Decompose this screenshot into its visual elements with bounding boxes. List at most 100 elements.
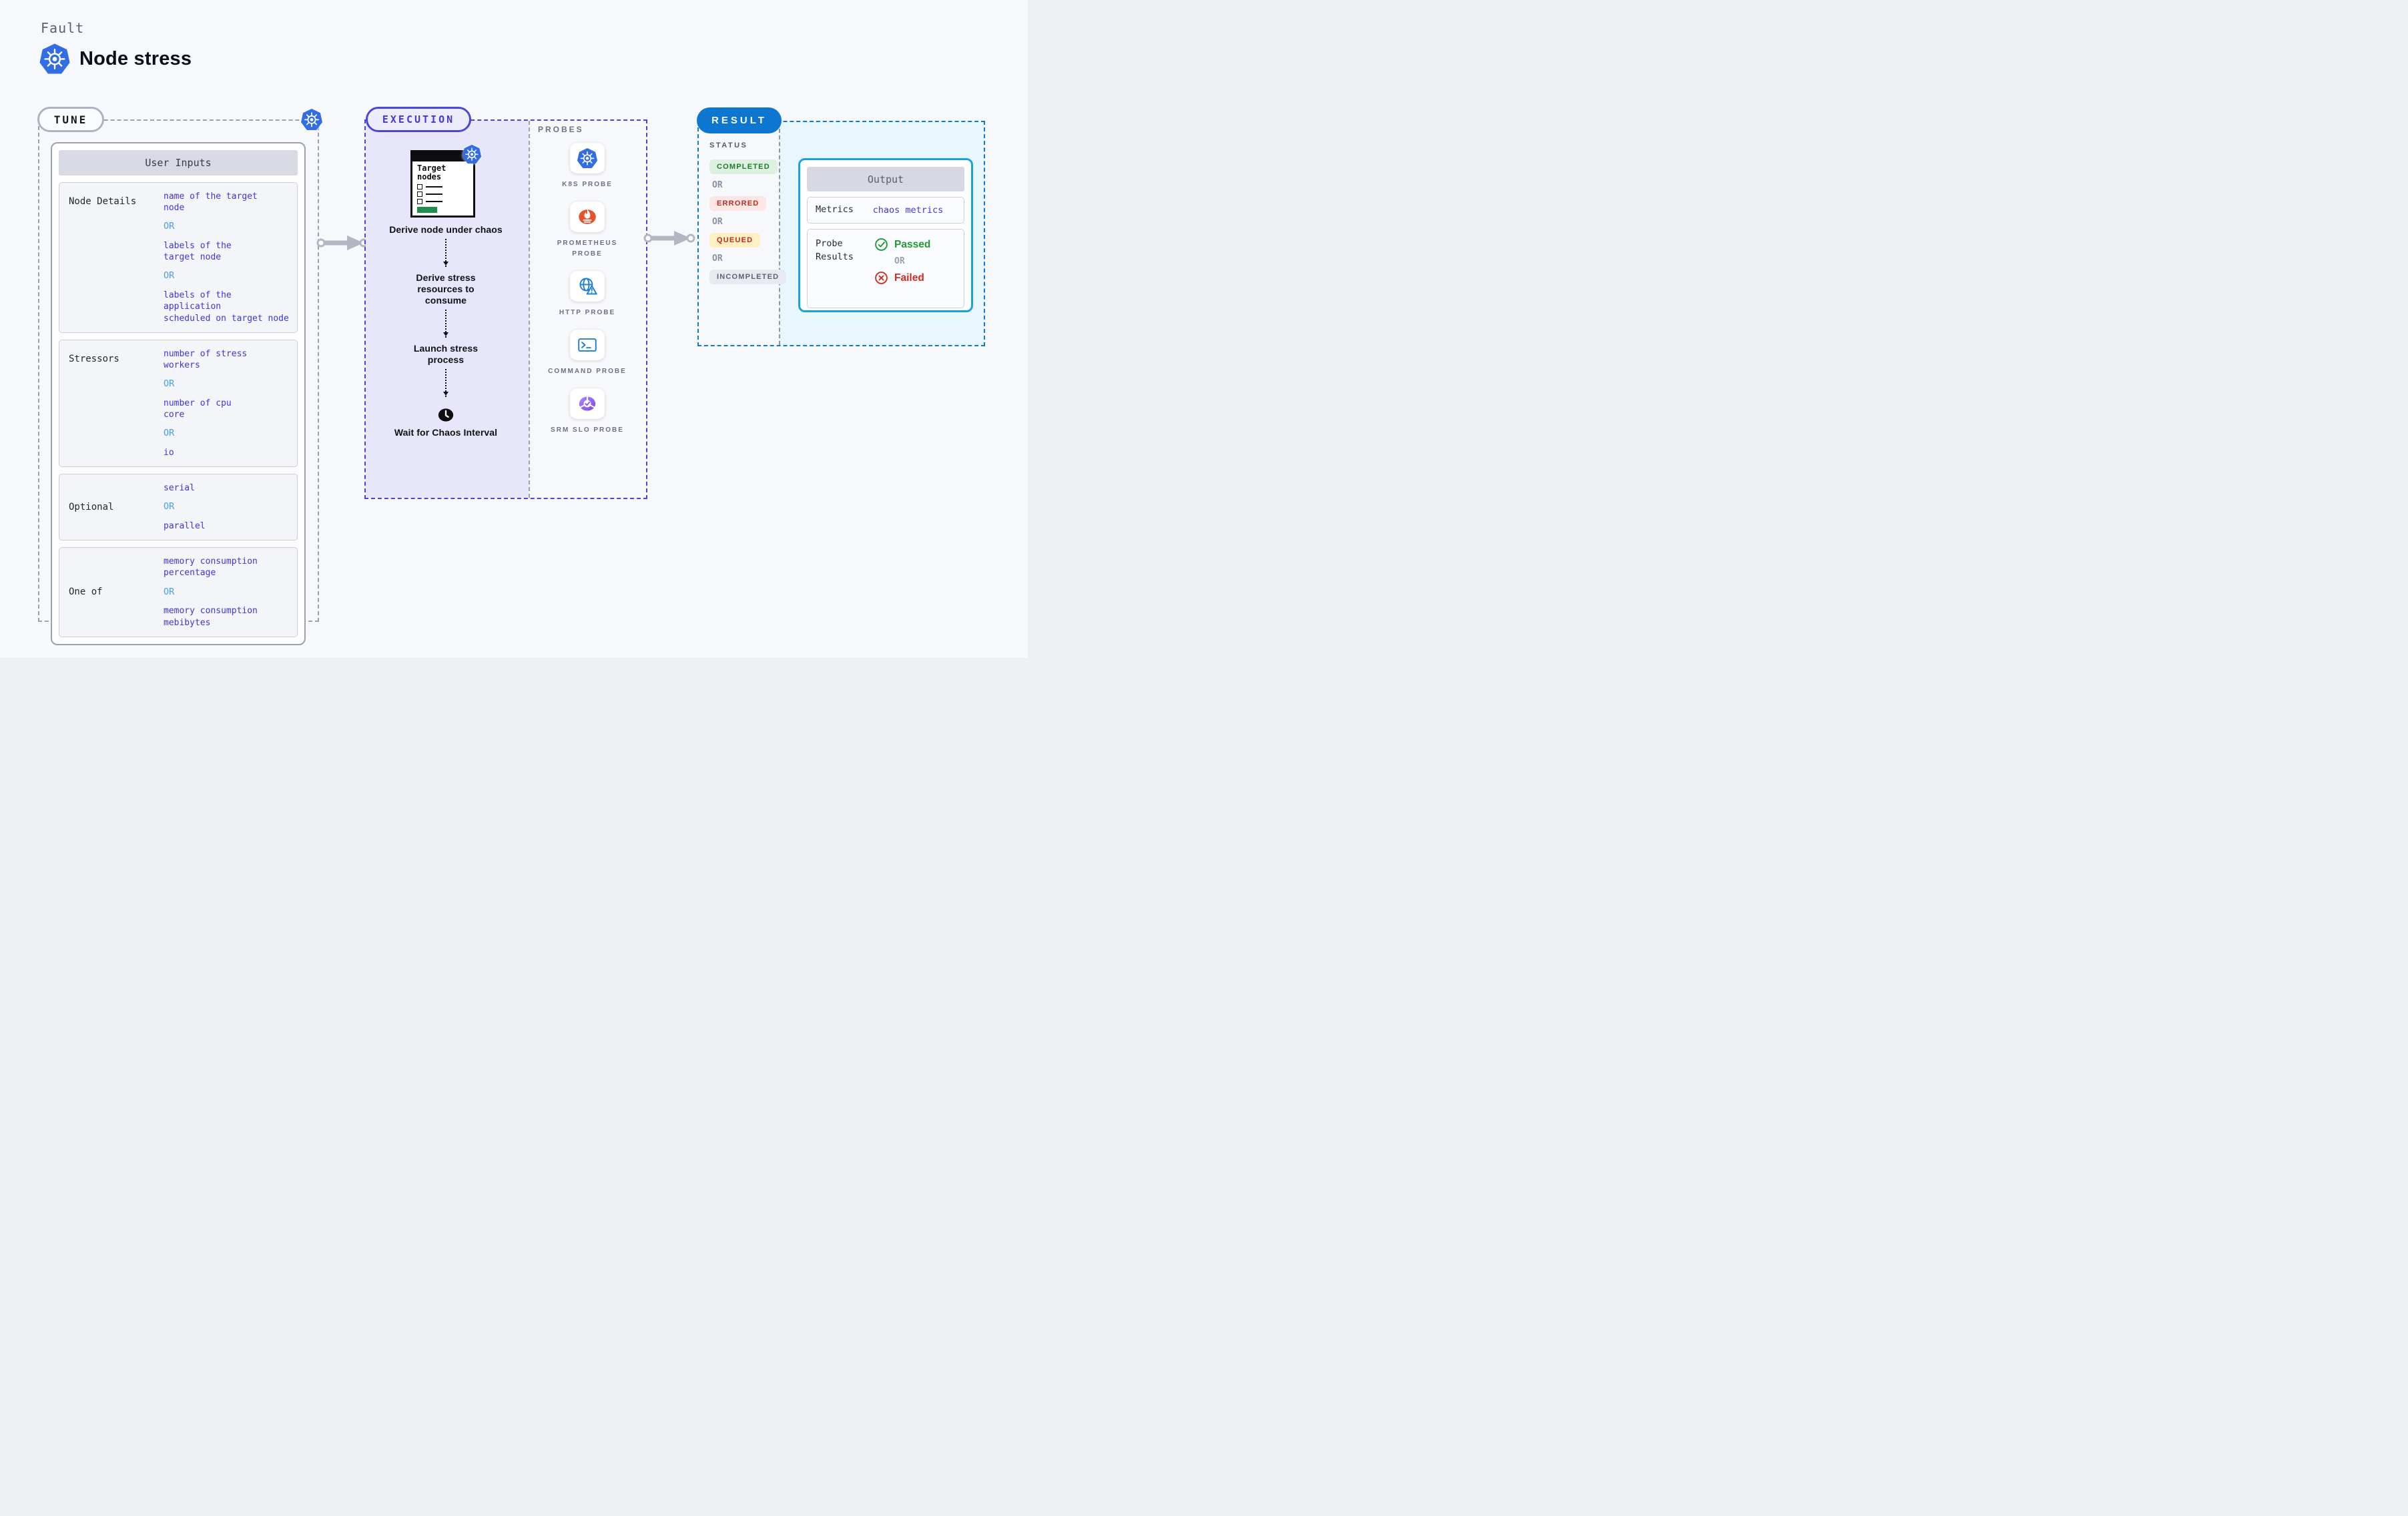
- metrics-row: Metrics chaos metrics: [807, 197, 964, 224]
- checkbox-icon: [417, 183, 422, 190]
- probe-label: PROMETHEUS PROBE: [557, 240, 618, 258]
- prometheus-probe-icon: [577, 206, 598, 228]
- metrics-value: chaos metrics: [872, 205, 944, 216]
- user-input-row-label: Stressors: [69, 353, 119, 364]
- user-input-value: number of stress workers: [164, 348, 248, 370]
- status-badge: INCOMPLETED: [709, 270, 787, 284]
- command-probe-icon: [577, 334, 598, 356]
- user-input-value: number of cpu core: [164, 398, 232, 420]
- user-input-value: serial: [164, 483, 195, 494]
- passed-line: Passed: [874, 238, 956, 252]
- probe-card: [569, 330, 605, 360]
- user-input-value: parallel: [164, 521, 206, 532]
- target-nodes-label: Target nodes: [417, 163, 446, 182]
- probe-card: [570, 271, 605, 302]
- user-inputs-title: User Inputs: [59, 150, 298, 175]
- flow-arrow-down-icon: [443, 310, 448, 338]
- passed-label: Passed: [894, 238, 931, 250]
- fault-kicker: Fault: [41, 20, 85, 36]
- user-input-value: io: [164, 447, 174, 458]
- status-badge: ERRORED: [709, 196, 784, 211]
- probe-label: SRM SLO PROBE: [551, 426, 624, 434]
- node-stress-fault-diagram: Fault Node stress TUNE User Inputs Node …: [0, 0, 1028, 658]
- status-badge-label: INCOMPLETED: [709, 270, 787, 284]
- probe-item: K8S PROBE: [562, 143, 613, 190]
- probe-item: HTTP PROBE: [559, 271, 615, 318]
- user-input-value: labels of the application scheduled on t…: [164, 290, 289, 324]
- kubernetes-icon: [462, 144, 482, 164]
- clock-icon: [436, 406, 456, 424]
- kubernetes-icon: [39, 43, 71, 75]
- http-probe-icon: [577, 276, 598, 297]
- user-input-value: labels of the target node: [164, 241, 232, 263]
- probe-label: K8S PROBE: [562, 181, 613, 188]
- probe-card: [570, 388, 605, 419]
- metrics-label: Metrics: [816, 204, 854, 216]
- probes-label: PROBES: [538, 125, 584, 134]
- failed-label: Failed: [894, 272, 924, 284]
- user-inputs-card: User Inputs Node Details name of the targ…: [51, 142, 306, 645]
- execution-probes-divider: [529, 121, 530, 498]
- kubernetes-icon: [300, 108, 323, 131]
- probe-item: COMMAND PROBE: [548, 330, 627, 377]
- or-separator: OR: [712, 217, 723, 227]
- progress-bar: [417, 206, 437, 213]
- status-output-divider: [779, 122, 780, 345]
- execution-step: Wait for Chaos Interval: [394, 427, 498, 438]
- probe-card: [569, 143, 605, 173]
- flow-arrow-down-icon: [443, 239, 448, 268]
- user-input-row-label: Node Details: [69, 196, 137, 207]
- or-separator: OR: [164, 378, 175, 390]
- output-title: Output: [807, 167, 964, 192]
- title-row: Node stress: [39, 43, 192, 75]
- srm-probe-icon: [577, 393, 598, 414]
- arrow-execution-to-result: [643, 231, 695, 246]
- or-separator: OR: [164, 428, 175, 439]
- checklist-item: [417, 183, 469, 190]
- or-separator: OR: [164, 501, 175, 512]
- status-badge-label: ERRORED: [709, 196, 767, 211]
- k8s-probe-icon: [577, 147, 598, 169]
- tune-badge: TUNE: [37, 107, 104, 132]
- failed-line: Failed: [874, 271, 956, 285]
- checklist-item: [417, 191, 469, 197]
- target-nodes-card-titlebar: [412, 152, 473, 161]
- status-badge-label: COMPLETED: [709, 159, 778, 174]
- arrow-tune-to-execution: [316, 236, 368, 250]
- user-input-row-label: Optional: [69, 502, 114, 513]
- or-separator: OR: [712, 254, 723, 264]
- execution-step: Derive stress resources to consume: [416, 272, 476, 306]
- execution-step: Launch stress process: [413, 343, 479, 366]
- probe-item: PROMETHEUS PROBE: [546, 202, 629, 260]
- execution-badge: EXECUTION: [366, 107, 471, 132]
- status-badge: QUEUED: [709, 233, 784, 248]
- user-input-value: name of the target node: [164, 192, 258, 214]
- check-circle-icon: [874, 238, 888, 252]
- result-badge: RESULT: [697, 107, 782, 133]
- status-label: STATUS: [709, 141, 748, 149]
- or-separator: OR: [164, 586, 175, 597]
- x-circle-icon: [874, 271, 888, 285]
- page-title: Node stress: [79, 47, 192, 69]
- checklist-item: [417, 198, 469, 204]
- user-input-value: memory consumption percentage: [164, 556, 258, 579]
- checkbox-icon: [417, 191, 422, 197]
- status-badge: COMPLETED: [709, 159, 784, 174]
- probes-list: K8S PROBE PROMETHEUS PROBE HTTP PROBE COMMA…: [529, 143, 646, 447]
- execution-step: Derive node under chaos: [389, 224, 503, 235]
- probe-results-row: Probe Results Passed OR Failed: [807, 229, 964, 308]
- or-separator: OR: [894, 256, 905, 266]
- output-card: Output Metrics chaos metrics Probe Resul…: [798, 158, 973, 312]
- checkbox-icon: [417, 198, 422, 204]
- flow-arrow-down-icon: [443, 369, 448, 398]
- or-separator: OR: [164, 221, 175, 232]
- probe-item: SRM SLO PROBE: [551, 388, 624, 436]
